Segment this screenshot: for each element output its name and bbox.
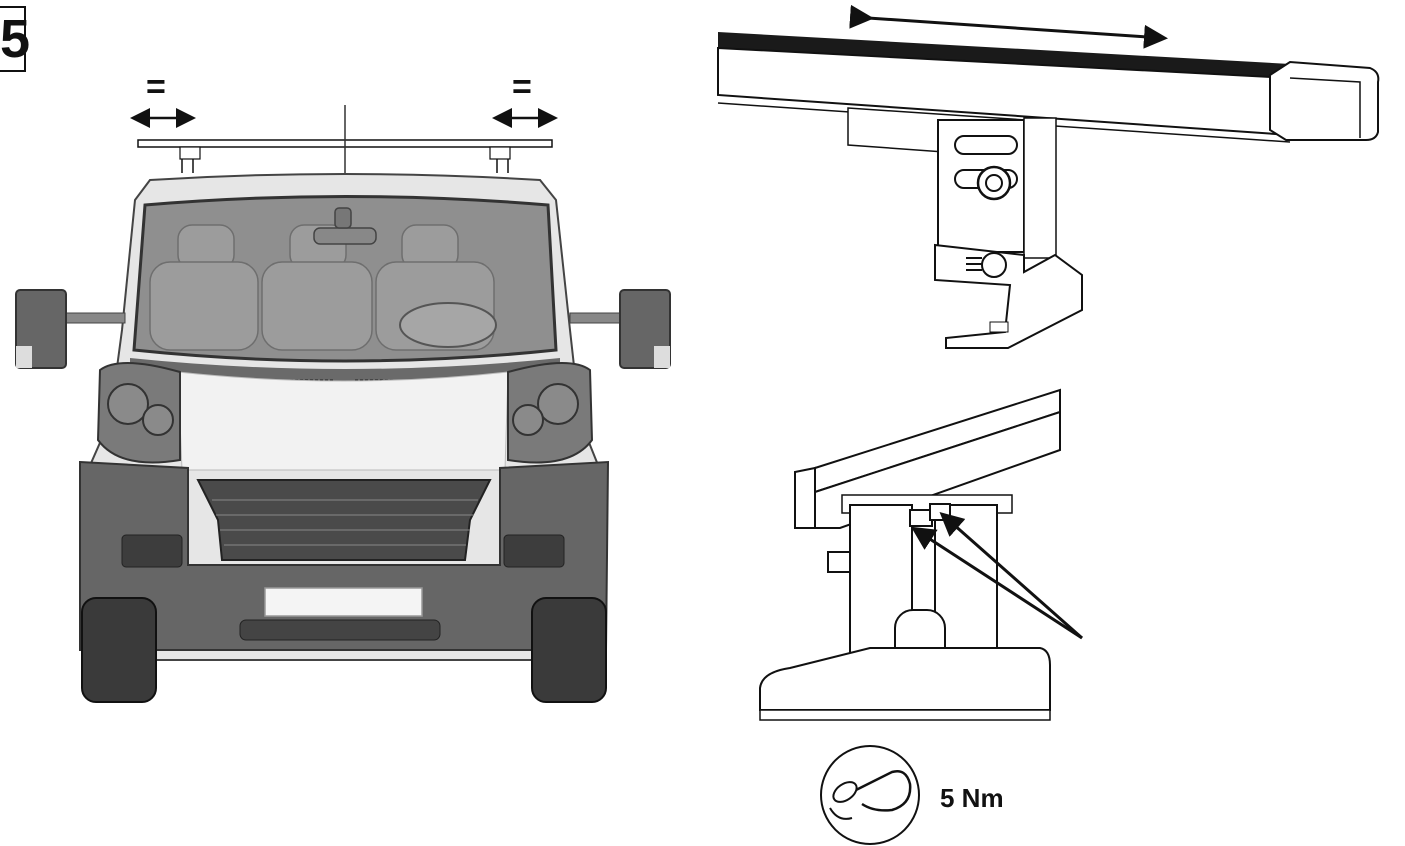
bar-slide-detail [717, 4, 1380, 349]
license-plate [264, 587, 423, 617]
wheel-left [81, 597, 157, 703]
torque-label: 5 Nm [940, 783, 1004, 813]
equal-spacing-left: = [146, 68, 166, 106]
headlight-right [507, 362, 594, 464]
front-bumper [79, 460, 610, 651]
van-front-illustration [15, 105, 671, 703]
pointer-arrow-icon [910, 526, 1083, 640]
equal-spacing-right: = [512, 68, 532, 106]
step-number-box: 5 [0, 6, 30, 72]
step-number: 5 [0, 9, 30, 69]
pointer-arrow-icon [939, 512, 1083, 640]
roof-foot-left [179, 146, 201, 173]
side-mirror-right [569, 289, 671, 369]
headlight-left [96, 362, 181, 464]
wheel-right [531, 597, 607, 703]
roof-foot-right [489, 146, 511, 173]
steering-wheel [399, 302, 497, 348]
side-mirror-left [15, 289, 126, 369]
torque-wrench-icon [820, 745, 920, 845]
front-grille [196, 479, 492, 561]
double-arrow-icon [849, 4, 1168, 49]
rearview-mirror [313, 227, 377, 245]
foot-bolt-detail [759, 388, 1083, 721]
